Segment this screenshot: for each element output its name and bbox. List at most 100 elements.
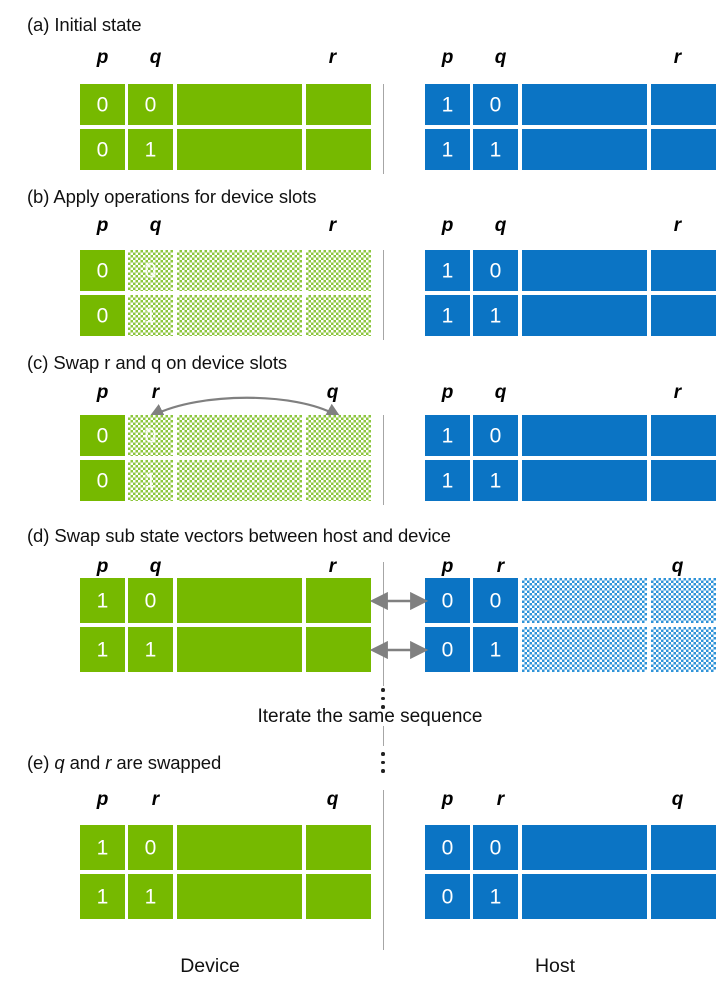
block-value: 0 [96, 138, 109, 161]
block-a-device-r0-r [306, 84, 371, 125]
block-value: 0 [96, 259, 109, 282]
block-value: 0 [144, 836, 157, 859]
block-c-device-r0-mid [177, 415, 302, 456]
block-e-host-r1-mid [522, 874, 647, 919]
block-d-host-r0-q [651, 578, 716, 623]
caption-section-d: (d) Swap sub state vectors between host … [27, 525, 451, 547]
block-value: 0 [441, 638, 454, 661]
block-value: 0 [96, 93, 109, 116]
block-value: 0 [441, 836, 454, 859]
block-a-device-r0-mid [177, 84, 302, 125]
divider-mid-lower [383, 726, 384, 746]
divider-section-d [383, 562, 384, 674]
block-a-host-r0-r [651, 84, 716, 125]
block-value: 1 [489, 469, 502, 492]
label-e-host-q: q [671, 789, 684, 810]
block-d-device-r1-r [306, 627, 371, 672]
block-b-host-r1-p: 1 [425, 295, 470, 336]
caption-d-text: Swap sub state vectors between host and … [54, 525, 451, 546]
block-a-device-r1-mid [177, 129, 302, 170]
block-e-device-r0-mid [177, 825, 302, 870]
block-value: 0 [489, 589, 502, 612]
divider-section-c [383, 415, 384, 505]
divider-mid-upper [383, 674, 384, 686]
block-value: 0 [96, 469, 109, 492]
caption-e-italic-q: q [54, 752, 65, 773]
block-c-device-r0-r: 0 [128, 415, 173, 456]
caption-c-prefix: (c) [27, 352, 49, 373]
block-e-host-r0-p: 0 [425, 825, 470, 870]
block-a-device-r1-q: 1 [128, 129, 173, 170]
block-a-device-r1-p: 0 [80, 129, 125, 170]
block-d-host-r1-mid [522, 627, 647, 672]
block-value: 1 [144, 469, 157, 492]
block-e-device-r1-r: 1 [128, 874, 173, 919]
block-c-device-r1-p: 0 [80, 460, 125, 501]
block-b-host-r1-mid [522, 295, 647, 336]
block-value: 1 [144, 138, 157, 161]
block-d-host-r0-mid [522, 578, 647, 623]
block-d-device-r1-p: 1 [80, 627, 125, 672]
block-b-device-r0-r [306, 250, 371, 291]
block-b-host-r1-r [651, 295, 716, 336]
block-d-host-r0-r: 0 [473, 578, 518, 623]
label-b-host-r: r [673, 215, 682, 236]
block-value: 0 [144, 424, 157, 447]
block-c-host-r0-mid [522, 415, 647, 456]
block-c-device-r1-mid [177, 460, 302, 501]
block-value: 1 [489, 885, 502, 908]
label-a-device-r: r [328, 47, 337, 68]
label-a-host-r: r [673, 47, 682, 68]
block-a-host-r1-p: 1 [425, 129, 470, 170]
label-b-device-q: q [149, 215, 162, 236]
block-value: 1 [441, 93, 454, 116]
block-c-host-r0-r [651, 415, 716, 456]
block-b-device-r0-q: 0 [128, 250, 173, 291]
block-e-host-r1-r: 1 [473, 874, 518, 919]
footer-device-label: Device [180, 955, 240, 977]
label-d-device-p: p [96, 556, 109, 577]
block-e-device-r1-mid [177, 874, 302, 919]
block-c-device-r1-q [306, 460, 371, 501]
block-e-host-r1-q [651, 874, 716, 919]
caption-e-italic-r: r [105, 752, 112, 773]
label-a-host-q: q [494, 47, 507, 68]
caption-c-text: Swap r and q on device slots [53, 352, 288, 373]
block-b-device-r0-p: 0 [80, 250, 125, 291]
block-c-host-r1-mid [522, 460, 647, 501]
block-d-device-r0-mid [177, 578, 302, 623]
block-c-host-r1-r [651, 460, 716, 501]
vertical-ellipsis-lower [379, 752, 387, 773]
caption-section-c: (c) Swap r and q on device slots [27, 352, 287, 374]
caption-b-text: Apply operations for device slots [53, 186, 317, 207]
label-a-device-q: q [149, 47, 162, 68]
block-value: 0 [144, 589, 157, 612]
block-b-device-r0-mid [177, 250, 302, 291]
caption-a-prefix: (a) [27, 14, 50, 35]
block-value: 1 [96, 836, 109, 859]
block-value: 1 [489, 138, 502, 161]
block-value: 1 [441, 259, 454, 282]
block-c-host-r0-q: 0 [473, 415, 518, 456]
block-d-host-r0-p: 0 [425, 578, 470, 623]
block-e-host-r0-mid [522, 825, 647, 870]
block-c-device-r1-r: 1 [128, 460, 173, 501]
block-d-device-r0-q: 0 [128, 578, 173, 623]
vertical-ellipsis-upper [379, 688, 387, 709]
block-b-host-r0-q: 0 [473, 250, 518, 291]
block-b-host-r1-q: 1 [473, 295, 518, 336]
block-b-host-r0-r [651, 250, 716, 291]
label-c-device-p: p [96, 382, 109, 403]
caption-d-prefix: (d) [27, 525, 50, 546]
block-value: 0 [489, 424, 502, 447]
caption-e-prefix: (e) [27, 752, 50, 773]
block-d-device-r1-mid [177, 627, 302, 672]
label-c-device-r: r [151, 382, 160, 403]
label-e-device-q: q [326, 789, 339, 810]
label-d-device-r: r [328, 556, 337, 577]
block-value: 1 [489, 638, 502, 661]
block-value: 1 [144, 638, 157, 661]
block-value: 0 [144, 259, 157, 282]
block-b-device-r1-mid [177, 295, 302, 336]
label-d-device-q: q [149, 556, 162, 577]
